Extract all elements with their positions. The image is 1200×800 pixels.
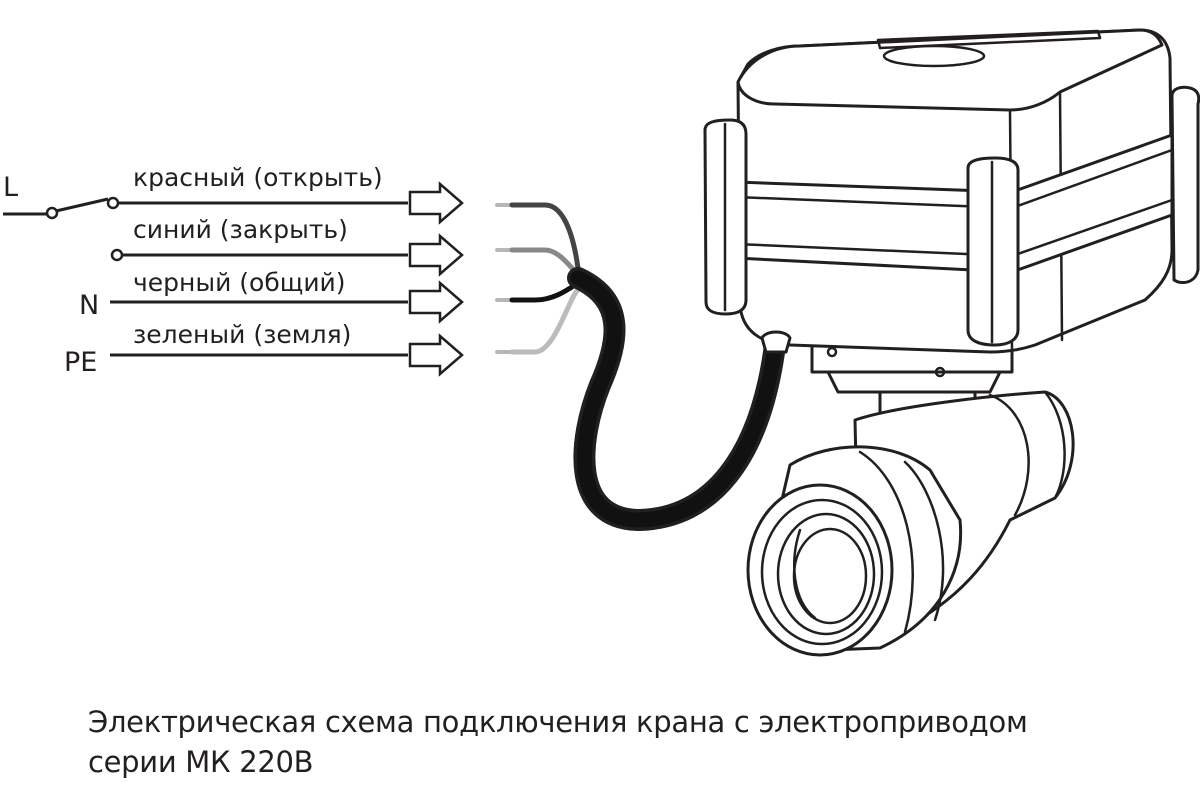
connector-arrow-blue [408, 233, 464, 277]
wire-label-black: черный (общий) [133, 268, 346, 297]
connector-arrow-green [408, 333, 464, 377]
connector-arrows [408, 181, 464, 377]
wire-black [509, 280, 581, 303]
wire-label-blue: синий (закрыть) [133, 215, 348, 244]
wire-green [509, 287, 581, 355]
wire-red [509, 202, 581, 271]
caption-line-2: серии МК 220В [88, 745, 314, 779]
connector-arrow-black [408, 280, 464, 324]
cable-body [570, 270, 783, 528]
caption-line-1: Электрическая схема подключения крана с … [88, 705, 1028, 739]
connector-arrow-red [408, 181, 464, 225]
wire-blue [509, 247, 581, 277]
wire-label-green: зеленый (земля) [133, 320, 351, 349]
terminal-n-label: N [79, 290, 99, 321]
diagram-caption: Электрическая схема подключения крана с … [88, 702, 1193, 782]
cable-grommet [760, 330, 792, 354]
valve-actuator-drawing [703, 28, 1200, 657]
wire-ends [495, 202, 581, 355]
wire-label-red: красный (открыть) [133, 163, 383, 192]
terminal-pe-label: PE [64, 347, 97, 378]
switch-symbol [3, 196, 408, 220]
terminal-l-label: L [3, 172, 18, 203]
close-line [110, 248, 408, 262]
